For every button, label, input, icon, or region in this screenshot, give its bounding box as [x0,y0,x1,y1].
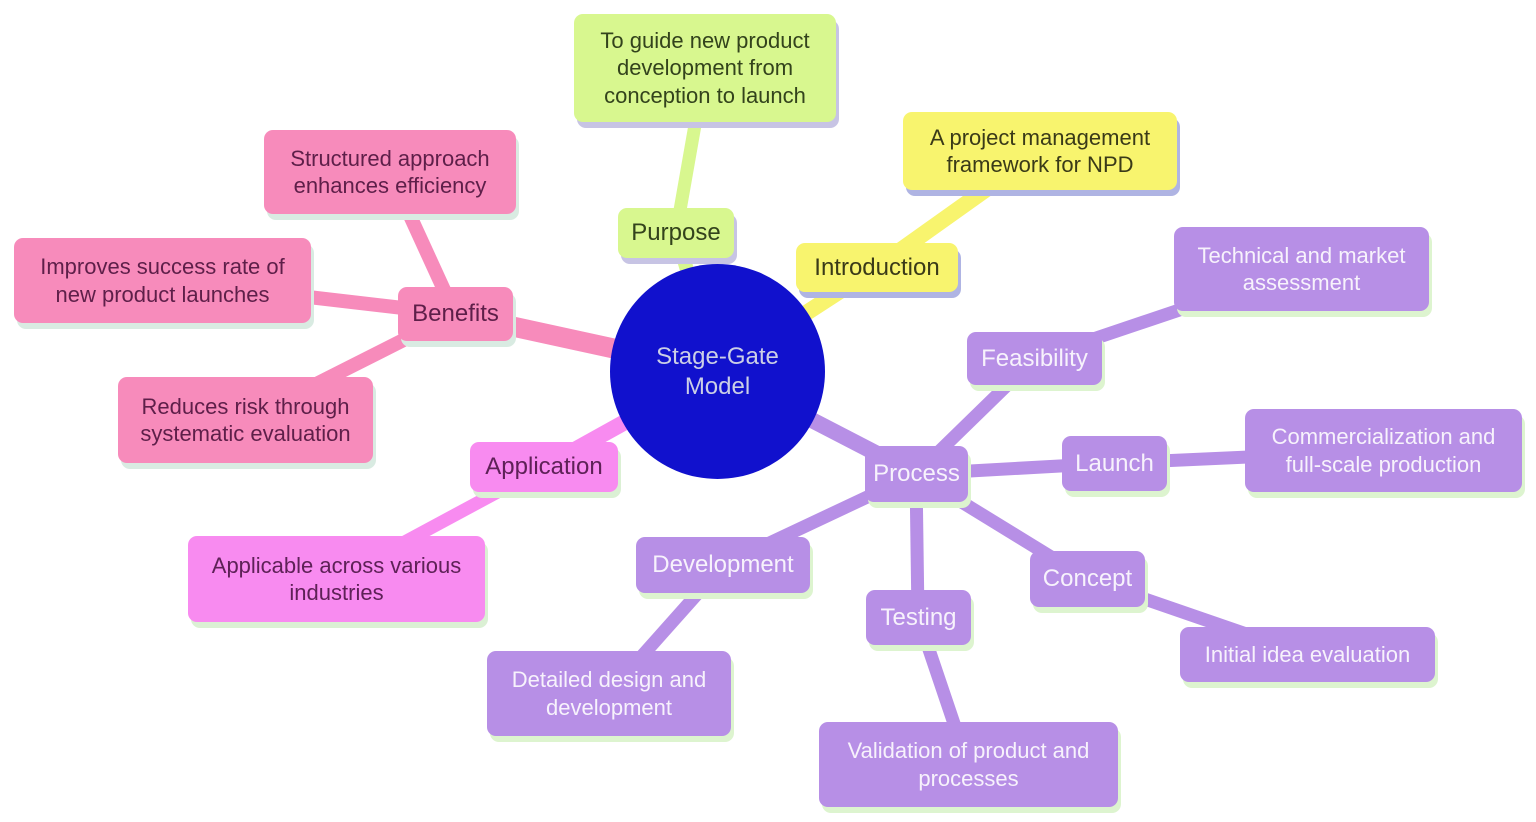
node-root-stage-gate-model[interactable]: Stage-Gate Model [610,264,825,479]
node-concept-detail[interactable]: Initial idea evaluation [1180,627,1435,682]
node-purpose[interactable]: Purpose [618,208,734,258]
node-benefits-structured[interactable]: Structured approach enhances efficiency [264,130,516,214]
node-introduction[interactable]: Introduction [796,243,958,292]
node-development[interactable]: Development [636,537,810,593]
node-testing-detail[interactable]: Validation of product and processes [819,722,1118,807]
node-launch[interactable]: Launch [1062,436,1167,491]
node-purpose-detail[interactable]: To guide new product development from co… [574,14,836,122]
node-feasibility[interactable]: Feasibility [967,332,1102,385]
node-application[interactable]: Application [470,442,618,492]
node-testing[interactable]: Testing [866,590,971,645]
node-introduction-detail[interactable]: A project management framework for NPD [903,112,1177,190]
node-feasibility-detail[interactable]: Technical and market assessment [1174,227,1429,311]
node-application-detail[interactable]: Applicable across various industries [188,536,485,622]
node-benefits[interactable]: Benefits [398,287,513,341]
node-launch-detail[interactable]: Commercialization and full-scale product… [1245,409,1522,492]
node-concept[interactable]: Concept [1030,551,1145,607]
node-process[interactable]: Process [865,446,968,502]
node-benefits-improves[interactable]: Improves success rate of new product lau… [14,238,311,323]
node-benefits-reduces[interactable]: Reduces risk through systematic evaluati… [118,377,373,463]
node-development-detail[interactable]: Detailed design and development [487,651,731,736]
